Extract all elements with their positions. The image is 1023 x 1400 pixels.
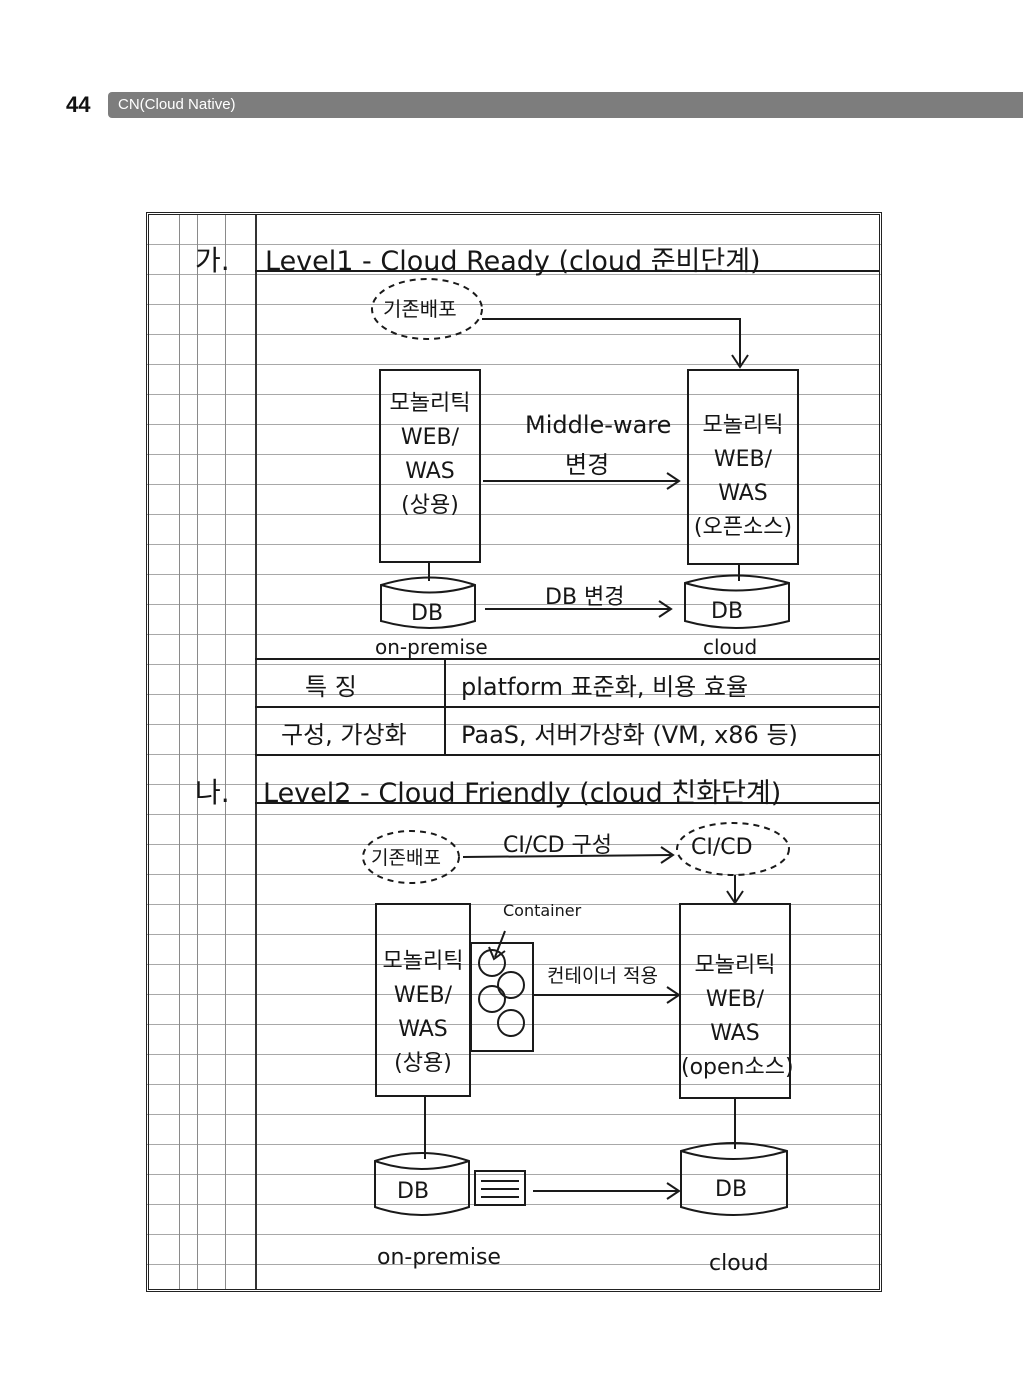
- box-line: 모놀리틱: [702, 413, 784, 438]
- db-label: DB: [411, 601, 444, 626]
- db-change-label: DB 변경: [545, 585, 625, 610]
- chapter-title: CN(Cloud Native): [118, 96, 236, 113]
- config-value: PaaS, 서버가상화 (VM, x86 등): [461, 721, 798, 749]
- section-a-title: Level1 - Cloud Ready (cloud 준비단계): [265, 246, 761, 277]
- monolithic-was-commercial-box: 모놀리틱 WEB/ WAS (상용): [379, 369, 481, 563]
- margin-line: [197, 215, 198, 1289]
- box-line: WAS: [398, 1017, 448, 1042]
- monolithic-was-opensource-box: 모놀리틱 WEB/ WAS (오픈소스): [687, 369, 799, 565]
- section-b-marker: 나.: [195, 776, 230, 809]
- feature-value: platform 표준화, 비용 효율: [461, 673, 749, 701]
- cicd-build-label: CI/CD 구성: [503, 833, 613, 858]
- cloud-caption: cloud: [709, 1251, 769, 1276]
- cloud-caption: cloud: [703, 635, 758, 659]
- monolithic-was-opensource-box: 모놀리틱 WEB/ WAS (open소스): [679, 903, 794, 1099]
- middleware-label: Middle-ware: [525, 411, 672, 439]
- monolithic-was-commercial-box: 모놀리틱 WEB/ WAS (상용): [375, 903, 471, 1097]
- box-line: 모놀리틱: [694, 953, 776, 978]
- handwritten-note-sheet: 가. Level1 - Cloud Ready (cloud 준비단계) 기존배…: [146, 212, 882, 1292]
- margin-line: [179, 215, 180, 1289]
- box-line: WAS: [718, 481, 768, 506]
- box-line: WEB/: [705, 987, 765, 1012]
- db-label: DB: [715, 1177, 748, 1202]
- box-line: (상용): [401, 493, 459, 518]
- db-label: DB: [397, 1179, 430, 1204]
- feature-key: 특 징: [305, 673, 357, 701]
- box-line: WAS: [710, 1021, 760, 1046]
- chapter-header-bar: CN(Cloud Native): [108, 92, 1023, 118]
- margin-line: [225, 215, 226, 1289]
- config-key: 구성, 가상화: [281, 721, 407, 749]
- diagram-lines: [255, 270, 879, 1216]
- on-premise-caption: on-premise: [377, 1245, 501, 1270]
- on-premise-caption: on-premise: [375, 635, 488, 659]
- box-line: WEB/: [400, 425, 460, 450]
- box-line: 모놀리틱: [389, 391, 471, 416]
- middleware-change-label: 변경: [565, 451, 610, 479]
- box-line: (상용): [394, 1051, 452, 1076]
- page-number: 44: [66, 92, 91, 117]
- container-label: Container: [503, 901, 582, 920]
- box-line: 모놀리틱: [382, 949, 464, 974]
- box-line: WEB/: [713, 447, 773, 472]
- existing-deploy-label: 기존배포: [371, 847, 441, 869]
- box-line: (open소스): [681, 1055, 794, 1080]
- box-line: (오픈소스): [693, 515, 793, 540]
- section-b-title: Level2 - Cloud Friendly (cloud 친화단계): [263, 778, 782, 809]
- section-a-marker: 가.: [195, 244, 230, 277]
- margin-line: [255, 215, 257, 1289]
- existing-deploy-label: 기존배포: [383, 297, 457, 321]
- box-line: WEB/: [393, 983, 453, 1008]
- db-label: DB: [711, 599, 744, 624]
- container-apply-label: 컨테이너 적용: [547, 965, 658, 987]
- box-line: WAS: [405, 459, 455, 484]
- cicd-label: CI/CD: [691, 835, 753, 860]
